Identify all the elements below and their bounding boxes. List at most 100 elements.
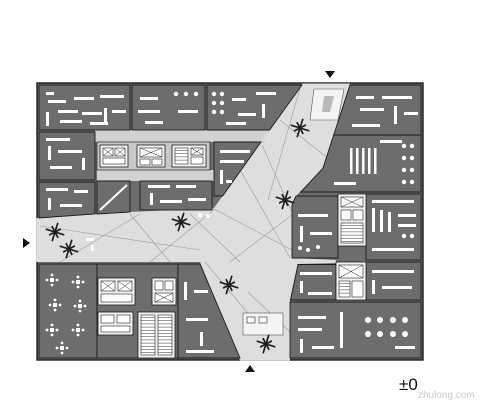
round-table [316, 245, 320, 249]
tree-trunk [227, 283, 231, 287]
table-cluster [71, 323, 85, 337]
desk [46, 112, 49, 126]
block-south-west [38, 263, 98, 359]
desk [50, 166, 72, 169]
desk [186, 350, 214, 353]
block-west-lower [38, 181, 96, 219]
desk [356, 96, 374, 99]
desk [308, 292, 332, 295]
desk [300, 281, 303, 293]
desk [300, 226, 303, 242]
service-room [351, 280, 364, 298]
shaft-cross [190, 147, 204, 156]
desk [138, 110, 160, 113]
paving-line [189, 213, 241, 263]
lobby [102, 157, 126, 165]
block-north-center [131, 84, 206, 131]
chair [58, 303, 62, 307]
chair [50, 283, 54, 287]
table [76, 280, 80, 284]
desk [140, 97, 158, 100]
toilet-room [164, 280, 174, 291]
paving-line [267, 87, 301, 201]
tree-trunk [264, 342, 268, 346]
tree-trunk [298, 126, 302, 130]
desk [226, 180, 232, 183]
chair [71, 280, 75, 284]
round-table [219, 91, 225, 97]
stair-flight [157, 314, 173, 356]
paving-line [211, 207, 293, 251]
desk [374, 148, 377, 174]
desk [46, 138, 70, 141]
desk [310, 232, 332, 235]
table [76, 328, 80, 332]
diagonal-partition [99, 184, 128, 211]
table-cluster [48, 298, 62, 312]
plaza-trees [45, 118, 310, 354]
desk [340, 312, 343, 348]
desk [82, 158, 85, 170]
table [50, 278, 54, 282]
block-east-plaza-side [291, 195, 339, 259]
desk [372, 280, 375, 294]
chair [55, 328, 59, 332]
round-table [390, 317, 396, 323]
chair [76, 275, 80, 279]
chair [50, 273, 54, 277]
desk [256, 92, 276, 95]
tree-icon [256, 334, 276, 354]
paving-line [39, 225, 201, 251]
desk [300, 272, 332, 275]
desk [184, 282, 187, 300]
shaft-cross [100, 280, 116, 292]
chair [73, 304, 77, 308]
chair [78, 299, 82, 303]
chair [65, 346, 69, 350]
watermark-text: zhulong.com [418, 390, 475, 401]
chair [53, 308, 57, 312]
desk [350, 148, 353, 174]
court-bench [258, 316, 268, 324]
toilet-room [340, 209, 352, 221]
desk [74, 190, 88, 193]
chair [55, 346, 59, 350]
round-table [401, 179, 407, 185]
table [60, 346, 64, 350]
desk [220, 170, 223, 184]
shaft-cross [338, 264, 364, 279]
desk [372, 270, 414, 273]
chair [50, 323, 54, 327]
block-north-west [38, 84, 131, 131]
desk [100, 95, 124, 98]
desk [398, 214, 416, 217]
chair [76, 333, 80, 337]
table [50, 328, 54, 332]
desk [48, 198, 51, 210]
core-south-1 [97, 277, 136, 306]
round-table [219, 109, 225, 115]
chair [60, 341, 64, 345]
desk [226, 122, 246, 125]
south-entrance-arrow-icon [245, 365, 255, 372]
desk [150, 193, 153, 205]
desk [395, 346, 415, 349]
tree-trunk [283, 198, 287, 202]
desk [194, 290, 208, 293]
north-entrance-arrow-icon [325, 71, 335, 78]
round-table [409, 155, 415, 161]
desk [176, 185, 196, 188]
round-table [298, 246, 302, 250]
round-table [401, 143, 407, 149]
chair [50, 333, 54, 337]
central-plaza [36, 83, 351, 361]
core-east-2 [335, 261, 367, 301]
desk [372, 200, 414, 203]
round-table [409, 179, 415, 185]
toilet-room [151, 158, 163, 166]
core-south-3 [97, 311, 134, 336]
desk [382, 286, 412, 289]
desk [300, 339, 303, 353]
desk [398, 224, 416, 227]
